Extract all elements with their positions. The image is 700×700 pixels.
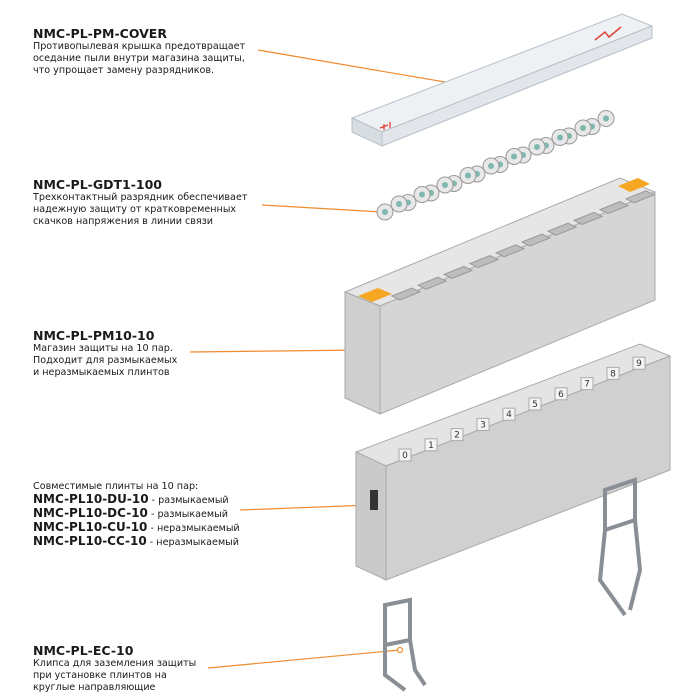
magazine-slot <box>598 201 630 215</box>
plinth-pair-number: 1 <box>428 441 434 451</box>
plinth-pair-number: 4 <box>506 410 512 420</box>
plinth-pair-number: 8 <box>610 369 616 379</box>
ground-clip-left <box>383 597 427 692</box>
magazine-slot <box>442 265 474 279</box>
plinth-pair-number: 9 <box>636 359 642 369</box>
dust-cover <box>350 13 654 147</box>
protection-magazine <box>343 177 657 415</box>
magazine-slot <box>624 190 656 204</box>
magazine-slot <box>390 287 422 301</box>
label-plinths: Совместимые плинты на 10 пар: NMC-PL10-D… <box>33 481 240 548</box>
plinth-pair-number: 7 <box>584 380 590 390</box>
label-cover: NMC-PL-PM-COVER Противопылевая крышка пр… <box>33 26 246 77</box>
plinth-pair-number: 6 <box>558 390 564 400</box>
plinth-pair-number: 3 <box>480 420 486 430</box>
magazine-slot <box>416 276 448 290</box>
magazine-slot <box>572 211 604 225</box>
plinth-pair-number: 5 <box>532 400 538 410</box>
plinth-pair-number: 0 <box>402 451 408 461</box>
label-clip: NMC-PL-EC-10 Клипса для заземления защит… <box>33 643 197 694</box>
magazine-slot <box>494 244 526 258</box>
label-gdt: NMC-PL-GDT1-100 Трехконтактный разрядник… <box>33 177 248 228</box>
magazine-slot <box>546 222 578 236</box>
magazine-slot <box>520 233 552 247</box>
ground-clip-right <box>597 477 643 617</box>
gdt-arresters <box>376 110 615 221</box>
magazine-slot <box>468 255 500 269</box>
label-magazine: NMC-PL-PM10-10 Магазин защиты на 10 пар.… <box>33 328 178 379</box>
plinth: 0 1 2 3 4 5 6 7 8 9 <box>354 343 672 581</box>
plinth-pair-number: 2 <box>454 431 460 441</box>
